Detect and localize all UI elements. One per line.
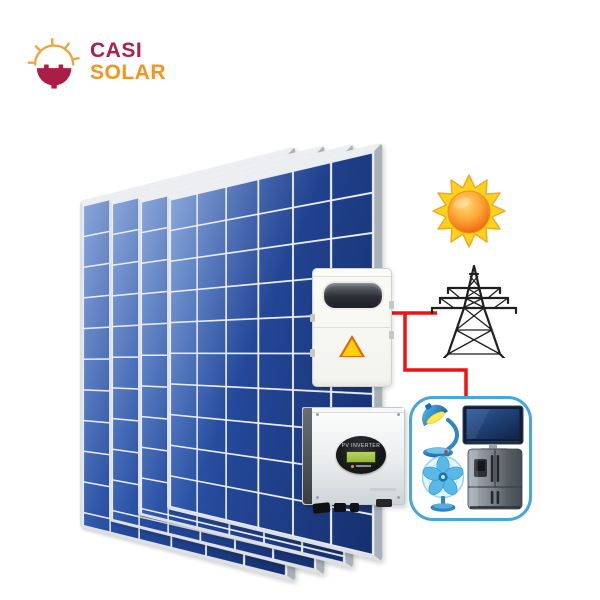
inverter-connector xyxy=(312,502,331,514)
brand-line-2: SOLAR xyxy=(90,61,166,84)
tower-insulators xyxy=(430,286,518,315)
sun-icon xyxy=(432,174,506,248)
tower-lower-bracing xyxy=(447,307,501,355)
logo-sun-rays xyxy=(27,37,80,64)
red-wire-to-appliances xyxy=(403,313,468,398)
lightning-bolt-icon: ⚡ xyxy=(345,343,359,354)
fan-blades xyxy=(422,455,464,495)
solar-inverter: PV INVERTER xyxy=(302,407,405,514)
logo-sun-arc xyxy=(33,44,75,66)
appliance-load-box xyxy=(409,396,532,521)
brand-line-1: CASI xyxy=(90,39,143,62)
combiner-latch xyxy=(389,331,394,339)
brand-name: CASI SOLAR xyxy=(90,30,166,84)
high-voltage-warning-icon: ⚡ xyxy=(339,335,365,357)
refrigerator-icon xyxy=(467,448,523,510)
inverter-display-title: PV INVERTER xyxy=(341,442,381,449)
logo-bowl xyxy=(36,64,72,89)
inverter-display: PV INVERTER xyxy=(336,436,386,474)
brand-logo: CASI SOLAR xyxy=(26,30,166,90)
sun-bowl-logo-icon xyxy=(27,37,80,89)
combiner-hinge xyxy=(310,349,315,357)
inverter-connector xyxy=(334,503,346,512)
tv-icon xyxy=(462,405,524,454)
desk-lamp-icon xyxy=(422,403,459,458)
tower-legs xyxy=(446,264,502,356)
combiner-hinge xyxy=(310,314,315,322)
combiner-box: ⚡ xyxy=(310,268,394,387)
tower-upper-bracing xyxy=(462,275,486,309)
inverter-connector xyxy=(376,499,392,507)
inverter-top-lip xyxy=(312,408,404,413)
combiner-window xyxy=(322,281,384,310)
transmission-tower-icon xyxy=(430,264,518,358)
inverter-label xyxy=(370,488,396,491)
combiner-seam xyxy=(313,276,391,277)
combiner-latch xyxy=(389,301,394,309)
inverter-connector xyxy=(350,503,359,512)
tower-arms xyxy=(430,286,518,310)
fan-icon xyxy=(421,455,465,512)
inverter-lcd-screen xyxy=(346,450,376,463)
inverter-side-panel xyxy=(303,408,312,504)
combiner-seam xyxy=(313,327,391,328)
sun-core xyxy=(447,190,491,234)
inverter-brand-mark xyxy=(351,464,371,468)
